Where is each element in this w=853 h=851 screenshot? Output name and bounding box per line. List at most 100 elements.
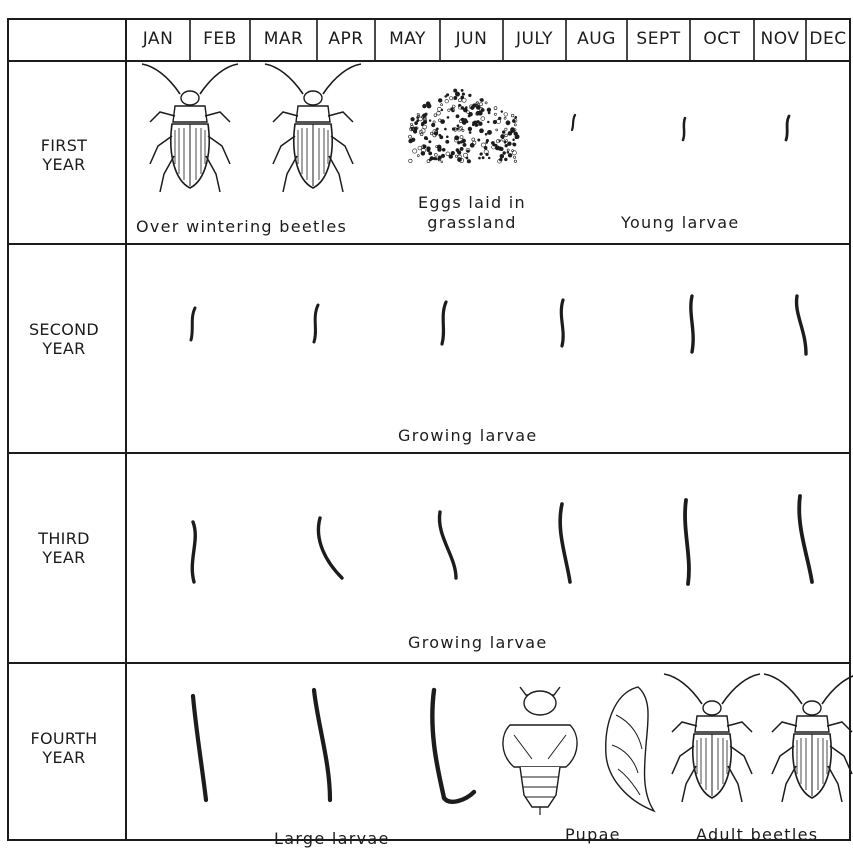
egg-dot	[500, 154, 504, 158]
egg-dot	[433, 157, 436, 160]
egg-dot	[446, 140, 449, 143]
egg-dot	[488, 112, 490, 114]
egg-dot	[507, 149, 509, 151]
egg-dot	[504, 158, 507, 161]
egg-dot	[478, 157, 480, 159]
month-header-may: MAY	[375, 19, 440, 59]
egg-dot	[417, 120, 419, 122]
egg-dot	[499, 158, 502, 161]
larva-icon	[442, 302, 446, 344]
caption-eggs-laid: Eggs laid in grassland	[402, 193, 542, 233]
egg-dot	[410, 123, 412, 125]
egg-dot	[446, 152, 450, 156]
egg-dot	[452, 128, 455, 131]
egg-dot	[472, 138, 475, 141]
egg-dot	[448, 109, 450, 111]
larva-icon	[192, 522, 195, 582]
egg-dot	[463, 153, 467, 157]
egg-dot	[479, 129, 483, 133]
egg-dot	[444, 128, 446, 130]
egg-dot	[427, 147, 431, 151]
egg-dot	[508, 153, 512, 157]
month-header-mar: MAR	[250, 19, 317, 59]
egg-dot	[451, 151, 455, 155]
egg-dot	[447, 116, 449, 118]
egg-dot	[457, 125, 459, 127]
egg-dot	[452, 105, 455, 108]
egg-dot	[418, 146, 422, 150]
egg-dot	[511, 129, 515, 133]
row-label-second-year: SECOND YEAR	[4, 320, 124, 358]
egg-dot	[480, 98, 483, 101]
larva-icon	[691, 296, 693, 352]
egg-dot	[458, 99, 461, 102]
month-header-sept: SEPT	[627, 19, 690, 59]
month-header-aug: AUG	[566, 19, 627, 59]
egg-dot	[467, 160, 470, 163]
larva-icon	[561, 300, 563, 346]
egg-dot	[485, 133, 487, 135]
egg-dot	[482, 157, 484, 159]
egg-dot	[505, 134, 508, 137]
adult-beetle-icon	[764, 674, 853, 802]
egg-dot	[442, 148, 445, 151]
egg-dot	[503, 152, 506, 155]
egg-dot	[487, 108, 491, 112]
egg-dot	[484, 146, 487, 149]
month-header-feb: FEB	[190, 19, 250, 59]
egg-dot	[481, 117, 485, 121]
row-label-line: YEAR	[4, 748, 124, 767]
egg-dot	[423, 145, 426, 148]
egg-dot	[487, 121, 489, 123]
egg-dot	[440, 136, 443, 139]
egg-dot	[417, 155, 419, 157]
caption-line: Eggs laid in	[402, 193, 542, 213]
egg-dot	[463, 108, 467, 112]
egg-dot	[469, 131, 471, 133]
adult-beetle-icon	[664, 674, 760, 802]
egg-dot	[437, 111, 441, 115]
egg-dot	[455, 93, 457, 95]
caption-growing-larvae-third: Growing larvae	[408, 633, 547, 653]
egg-dot	[469, 94, 472, 97]
egg-dot	[446, 94, 448, 96]
egg-dot	[499, 140, 501, 142]
egg-dot	[430, 132, 433, 135]
egg-dot	[467, 150, 469, 152]
egg-dot	[495, 146, 499, 150]
egg-dot	[470, 106, 474, 110]
egg-dot	[513, 143, 516, 146]
large-larva-icon	[314, 690, 330, 800]
egg-dot	[456, 115, 459, 118]
egg-dot	[487, 130, 491, 134]
egg-dot	[512, 151, 516, 155]
row-label-third-year: THIRD YEAR	[4, 529, 124, 567]
egg-dot	[441, 104, 443, 106]
egg-dot	[441, 154, 444, 157]
pupa-icon	[606, 687, 654, 811]
row-label-line: FIRST	[4, 136, 124, 155]
egg-dot	[468, 127, 472, 131]
beetle-icon	[265, 64, 361, 192]
row-label-line: SECOND	[4, 320, 124, 339]
row-label-fourth-year: FOURTH YEAR	[4, 729, 124, 767]
egg-dot	[501, 111, 503, 113]
egg-dot	[507, 142, 511, 146]
egg-dot	[409, 135, 412, 138]
egg-dot	[457, 141, 460, 144]
egg-dot	[491, 141, 494, 144]
egg-dot	[515, 137, 517, 139]
egg-dot	[433, 121, 435, 123]
egg-dot	[438, 148, 442, 152]
month-header-dec: DEC	[806, 19, 850, 59]
larva-icon	[799, 496, 812, 582]
egg-dot	[472, 124, 474, 126]
egg-dot	[485, 102, 487, 104]
egg-dot	[460, 136, 463, 139]
egg-dot	[479, 103, 482, 106]
egg-dot	[463, 143, 466, 146]
egg-dot	[478, 139, 480, 141]
young-larva-icon	[683, 118, 685, 140]
egg-dot	[458, 151, 461, 154]
egg-dot	[514, 124, 516, 126]
